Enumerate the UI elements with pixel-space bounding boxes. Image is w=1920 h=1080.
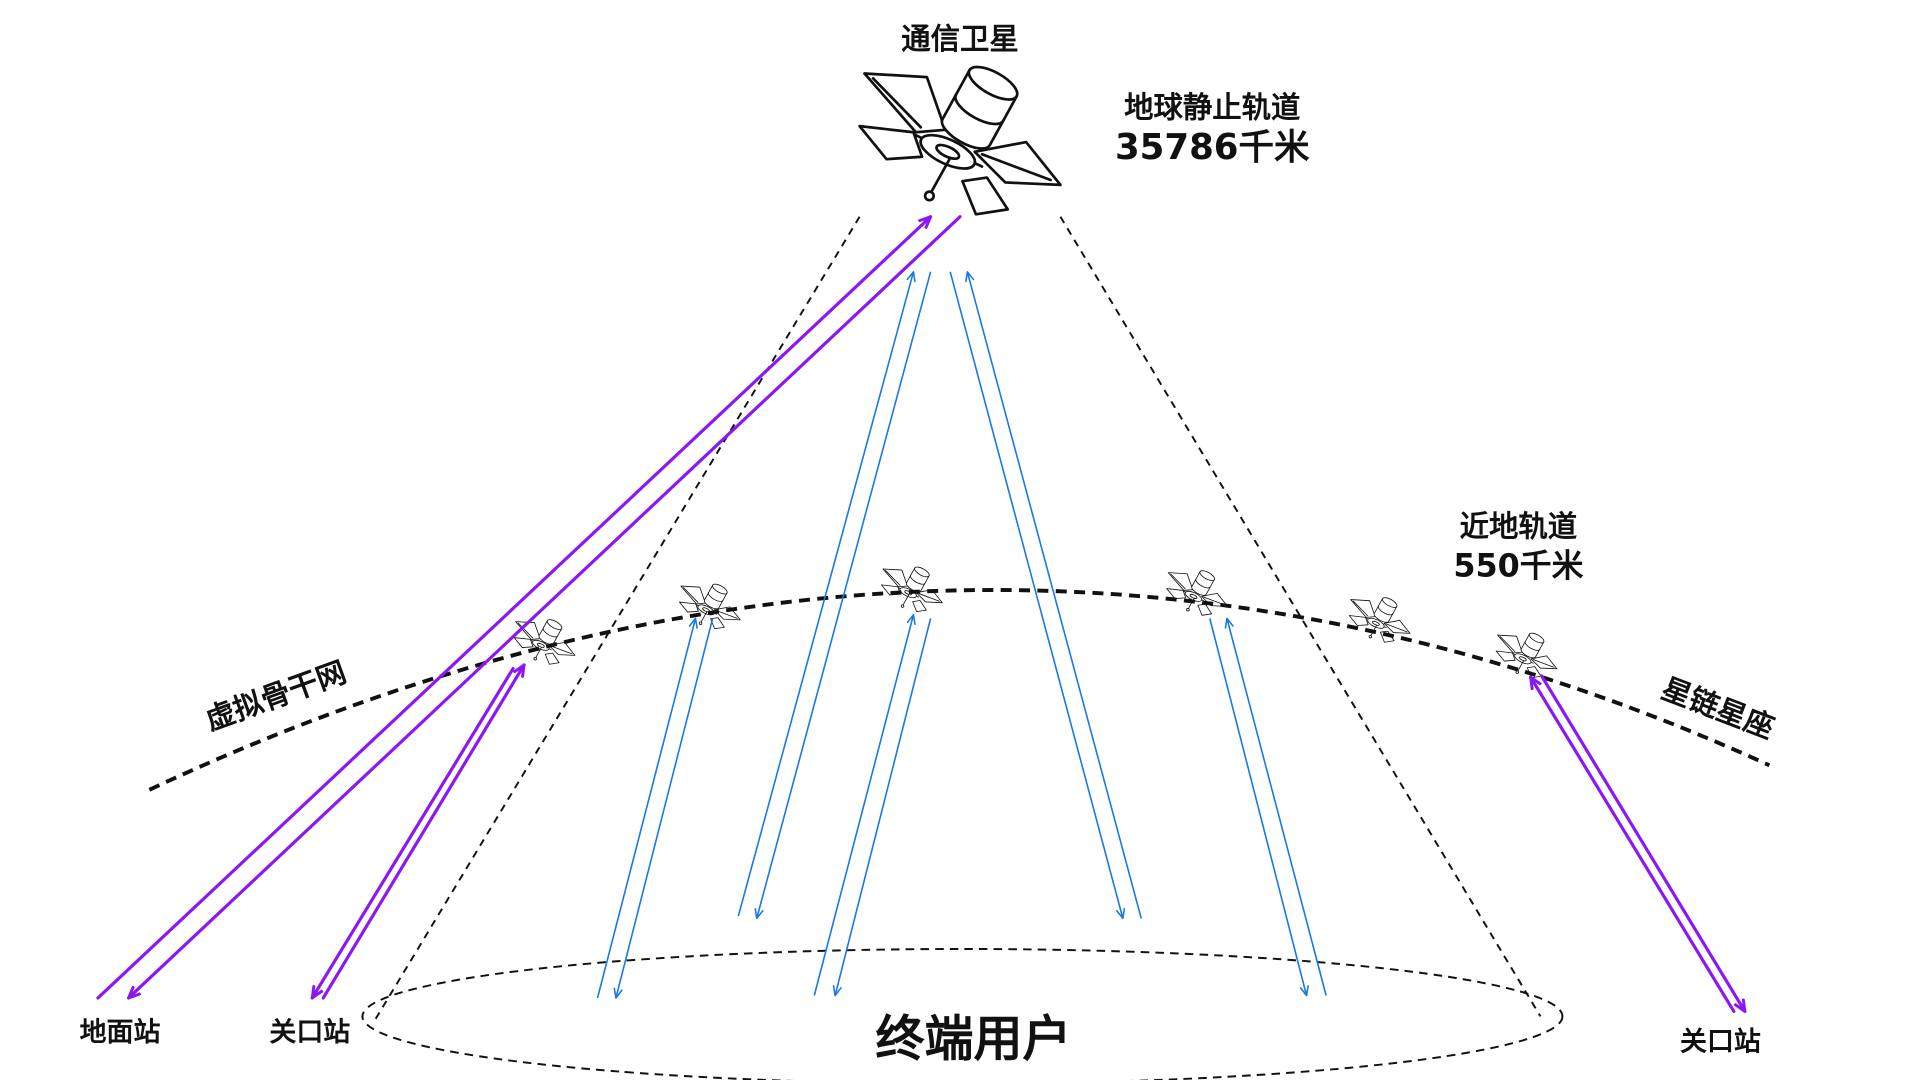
geo-satellite-label: 通信卫星 [901, 22, 1019, 56]
left-gateway-to-leo-link [321, 663, 526, 1000]
starlink-constellation-label: 星链星座 [1657, 671, 1779, 745]
gateway-left-label: 关口站 [269, 1017, 350, 1048]
leo-satellite-icon [1166, 568, 1229, 616]
terminal-to-leo-link [1224, 617, 1327, 996]
ground-to-geo-link [96, 215, 933, 1000]
terminal-to-geo-link [965, 271, 1142, 919]
leo-to-right-gateway-link [1540, 674, 1747, 1014]
leo-altitude-label: 550千米 [1453, 547, 1583, 585]
virtual-backbone-label: 虚拟骨干网 [201, 655, 351, 737]
right-gateway-to-leo-link [1529, 675, 1736, 1014]
terminal-to-leo-link [813, 613, 916, 996]
leo-orbit-arc [148, 588, 1771, 792]
leo-to-terminal-link [832, 618, 932, 997]
terminal-coverage-ellipse [361, 948, 1564, 1080]
terminal-users-label: 终端用户 [876, 1011, 1072, 1068]
geo-to-terminal-link [754, 271, 932, 920]
leo-to-left-gateway-link [310, 666, 515, 1000]
geo-orbit-label: 地球静止轨道 [1124, 91, 1301, 125]
terminal-to-leo-link [596, 617, 698, 999]
leo-to-terminal-link [1209, 618, 1309, 997]
gateway-right-label: 关口站 [1680, 1027, 1761, 1058]
geo-coverage-left-edge [372, 216, 861, 1023]
leo-satellite-icon [678, 581, 741, 630]
leo-to-terminal-link [613, 618, 714, 999]
leo-orbit-label: 近地轨道 [1460, 509, 1578, 543]
geo-to-ground-link [126, 215, 962, 1000]
terminal-to-geo-link [737, 271, 916, 917]
geo-altitude-label: 35786千米 [1115, 127, 1310, 168]
leo-satellite-icon [1348, 595, 1411, 643]
geo-coverage-right-edge [1059, 216, 1542, 1017]
leo-satellite-icon [881, 564, 943, 613]
geo-to-terminal-link [949, 271, 1126, 920]
ground-station-label: 地面站 [80, 1017, 161, 1048]
geo-satellite-icon [858, 59, 1062, 216]
